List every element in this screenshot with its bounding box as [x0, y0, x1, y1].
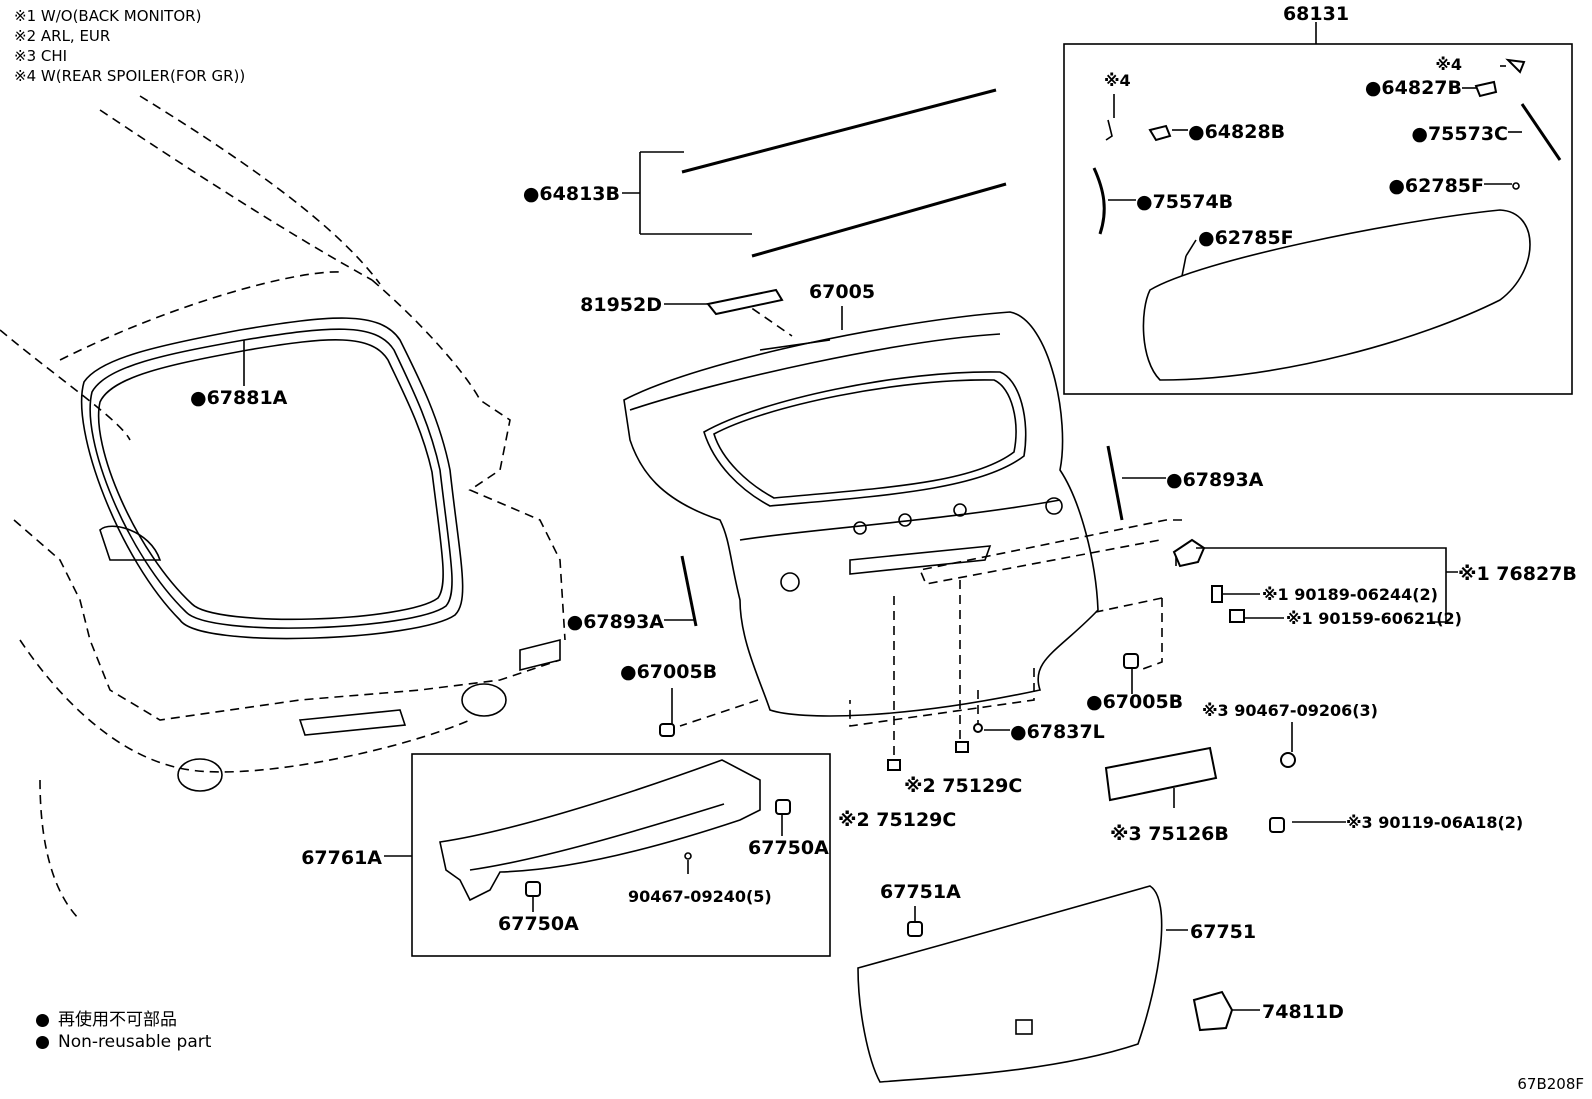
label-67761A: 67761A	[301, 847, 382, 869]
part-labels: 68131 ※4 ●64827B ※4 ●64828B ●75573C ●627…	[190, 3, 1577, 1023]
label-mark4-a: ※4	[1435, 55, 1462, 74]
side-molding-left	[680, 555, 698, 627]
bullet-icon	[36, 1036, 49, 1049]
label-68131: 68131	[1283, 3, 1349, 25]
label-62785F-b: ●62785F	[1198, 227, 1294, 249]
label-67893A-left: ●67893A	[567, 611, 665, 633]
label-75129C-b: ※2 75129C	[838, 809, 956, 831]
side-molding-right	[1106, 445, 1124, 521]
label-75129C-a: ※2 75129C	[904, 775, 1022, 797]
label-62785F-a: ●62785F	[1388, 175, 1484, 197]
label-64813B: ●64813B	[523, 183, 620, 205]
label-67005: 67005	[809, 281, 875, 303]
inner-trim-drawing	[439, 759, 791, 912]
label-64827B: ●64827B	[1365, 77, 1462, 99]
label-67750A-b: 67750A	[498, 913, 579, 935]
molding-strips	[681, 88, 1007, 258]
door-leaders	[679, 299, 1182, 760]
label-67837L: ●67837L	[1010, 721, 1105, 743]
back-door-drawing	[623, 311, 1099, 717]
legend: 再使用不可部品 Non-reusable part	[36, 1009, 211, 1053]
legend-item-en: Non-reusable part	[36, 1031, 211, 1053]
label-67751A: 67751A	[880, 881, 961, 903]
note-1: ※1 W/O(BACK MONITOR)	[14, 7, 202, 25]
label-75573C: ●75573C	[1411, 123, 1508, 145]
label-67005B-left: ●67005B	[620, 661, 717, 683]
bullet-icon	[36, 1014, 49, 1027]
label-64828B: ●64828B	[1188, 121, 1285, 143]
label-75574B: ●75574B	[1136, 191, 1233, 213]
label-67893A-right: ●67893A	[1166, 469, 1264, 491]
legend-item-jp: 再使用不可部品	[36, 1009, 211, 1031]
label-81952D: 81952D	[580, 294, 662, 316]
label-67750A-a: 67750A	[748, 837, 829, 859]
label-75126B: ※3 75126B	[1110, 823, 1229, 845]
label-74811D: 74811D	[1262, 1001, 1344, 1023]
label-mark4-b: ※4	[1104, 71, 1131, 90]
trim-board-drawing	[857, 885, 1260, 1083]
label-67751: 67751	[1190, 921, 1256, 943]
diagram-code: 67B208F	[1517, 1075, 1584, 1093]
car-body-drawing	[0, 95, 566, 921]
legend-text-jp: 再使用不可部品	[58, 1010, 177, 1030]
label-90467-09206: ※3 90467-09206(3)	[1202, 701, 1378, 720]
label-67005B-right: ●67005B	[1086, 691, 1183, 713]
label-90119-06A18: ※3 90119-06A18(2)	[1346, 813, 1523, 832]
label-90189-06244: ※1 90189-06244(2)	[1262, 585, 1438, 604]
fastener-parts	[659, 288, 1296, 833]
spoiler-drawing	[1092, 58, 1562, 381]
note-3: ※3 CHI	[14, 47, 68, 65]
label-leaders	[243, 151, 1458, 823]
spoiler-leaders	[1108, 65, 1522, 257]
label-76827B: ※1 76827B	[1458, 563, 1577, 585]
note-4: ※4 W(REAR SPOILER(FOR GR))	[14, 67, 246, 85]
legend-text-en: Non-reusable part	[58, 1032, 212, 1052]
inner-trim-box	[411, 753, 831, 957]
label-90467-09240: 90467-09240(5)	[628, 887, 772, 906]
label-90159-60621: ※1 90159-60621(2)	[1286, 609, 1462, 628]
spoiler-kit-box	[1063, 43, 1573, 395]
note-2: ※2 ARL, EUR	[14, 27, 111, 45]
label-67881A: ●67881A	[190, 387, 288, 409]
notes-block: ※1 W/O(BACK MONITOR) ※2 ARL, EUR ※3 CHI …	[14, 6, 245, 86]
